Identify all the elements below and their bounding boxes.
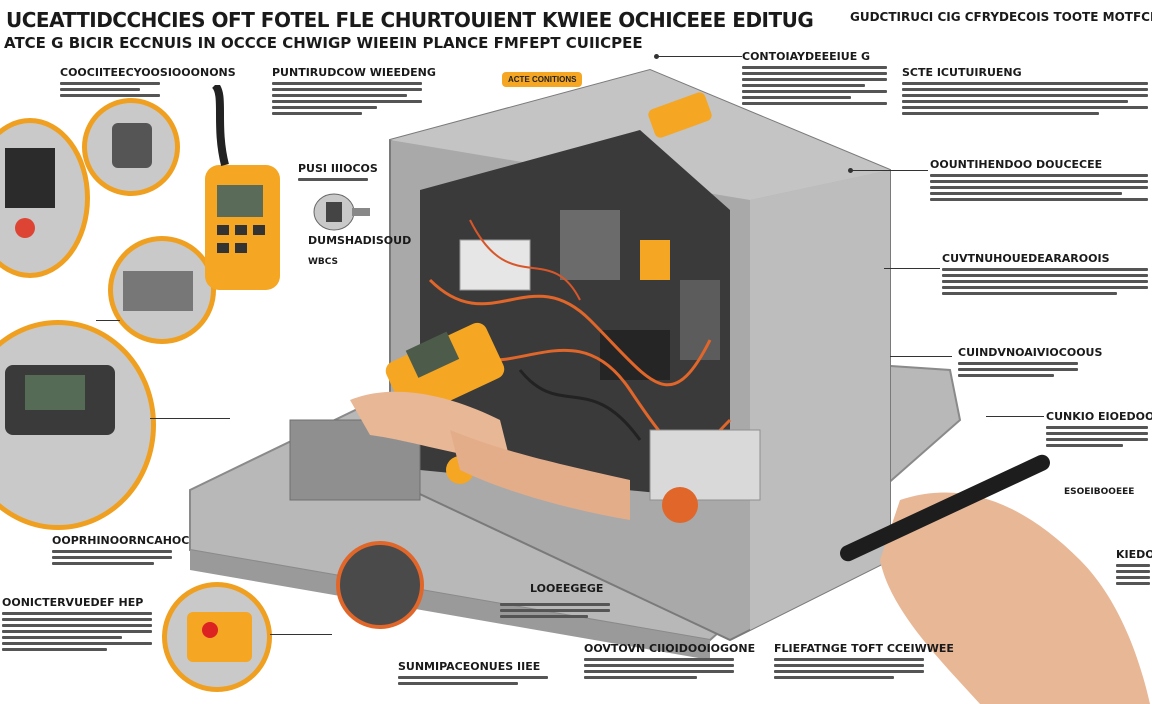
yellow-multimeter	[205, 85, 280, 290]
callout-heading-wiring: CUVTNUHOUEDEARAROOIS	[942, 252, 1110, 265]
callout-note-right: ESOEIBOOEEE	[1064, 487, 1135, 497]
machine-base-edge	[190, 550, 710, 660]
callout-heading-top-right: SCTE ICUTUIRUENG	[902, 66, 1022, 79]
page-title: UCEATTIDCCHCIES OFT FOTEL FLE CHURTOUIEN…	[6, 8, 814, 32]
controller-closeup-circle	[0, 118, 90, 278]
housing-side-panel	[750, 170, 890, 630]
terminal-closeup-circle	[108, 236, 216, 344]
probe-closeup-circle	[82, 98, 180, 196]
callout-heading-right-edge: KIEDO	[1116, 548, 1152, 561]
callout-heading-top-left: COOCIITEECYOOSIOOONONS	[60, 66, 236, 79]
callout-heading-tools: OONICTERVUEDEF HEP	[2, 596, 144, 609]
battery-block	[600, 330, 670, 380]
leader-dot	[848, 168, 853, 173]
leader-line	[270, 634, 332, 635]
leader-line	[986, 416, 1044, 417]
leader-line	[656, 56, 742, 57]
leader-dot	[654, 54, 659, 59]
leader-line	[890, 356, 952, 357]
callout-heading-plugs: DUMSHADISOUD	[308, 234, 412, 247]
callout-heading-top-center: CONTOIAYDEEEIUE G	[742, 50, 871, 63]
leader-line	[96, 320, 120, 321]
status-badge: ACTE CONITIONS	[502, 72, 583, 87]
callout-heading-summary: SUNMIPACEONUES IIEE	[398, 660, 541, 673]
callout-heading-bottom-right: FLIEFATNGE TOFT CCEIWWEE	[774, 642, 954, 655]
transformer-block	[560, 210, 620, 280]
callout-heading-meter: PUNTIRUDCOW WIEEDENG	[272, 66, 436, 79]
leader-line	[884, 268, 940, 269]
motor-closeup-circle	[336, 541, 424, 629]
connector-plug	[313, 193, 370, 231]
motor-indicator	[662, 487, 698, 523]
callout-heading-control: OOUNTIHENDOO DOUCECEE	[930, 158, 1103, 171]
meter-test-circle	[0, 320, 156, 530]
hand-with-stylus	[840, 454, 1150, 704]
black-wire	[518, 369, 642, 441]
callout-plugs-note: WBCS	[308, 257, 339, 267]
page-subtitle: ATCE G BICIR ECCNUIS IN OCCCE CHWIGP WIE…	[4, 34, 643, 52]
orange-wire-1	[428, 278, 712, 387]
leader-line	[850, 170, 928, 171]
callout-heading-lower-left: OOPRHINOORNCAHOC	[52, 534, 190, 547]
callout-heading-probe: PUSI IIIOCOS	[298, 162, 378, 175]
lower-right-compartment	[649, 429, 761, 501]
top-orange-handle	[648, 92, 712, 138]
orange-wire-3	[469, 219, 581, 301]
right-title: GUDCTIRUCI CIG CFRYDECOIS TOOTE MOTFCIPE…	[850, 10, 1152, 24]
leader-line	[150, 418, 230, 419]
callout-heading-board: CUNKIO EIOEDOOOR	[1046, 410, 1152, 423]
callout-heading-relay: CUINDVNOAIVIOCOOUS	[958, 346, 1103, 359]
capacitor-block	[680, 280, 720, 360]
tool-closeup-circle	[162, 582, 272, 692]
interior-cavity	[420, 130, 730, 500]
right-arm	[450, 430, 630, 520]
machine-illustration	[189, 68, 962, 660]
orange-connector	[640, 240, 670, 280]
callout-heading-motor: LOOEEGEGE	[530, 582, 604, 595]
callout-heading-bottom-center: OOVTOVN CIIOIDOOIOGONE	[584, 642, 756, 655]
